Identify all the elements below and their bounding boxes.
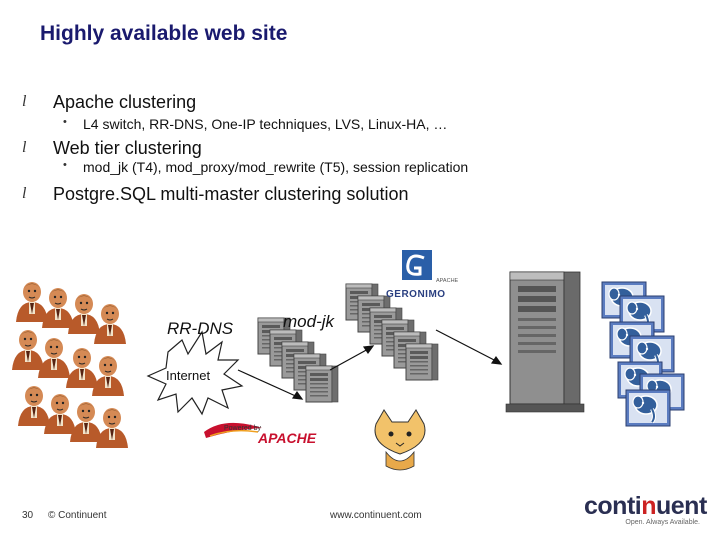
- bullet-apache-clustering: l Apache clustering: [22, 92, 197, 113]
- postgresql-nodes: [602, 282, 684, 426]
- continuent-logo: continuent Open. Always Available.: [584, 492, 707, 526]
- bullet-text: Postgre.SQL multi-master clustering solu…: [53, 184, 409, 204]
- internet-cloud: [146, 330, 244, 416]
- mod-jk-label: mod-jk: [283, 312, 336, 331]
- bullet-mark: l: [22, 139, 27, 156]
- tomcat-icon: [374, 409, 426, 471]
- bullet-mark: l: [22, 93, 27, 110]
- sub-bullet-mark: •: [63, 116, 67, 128]
- client-people: [11, 281, 129, 449]
- geronimo-small-label: APACHE: [436, 278, 459, 284]
- bullet-postgresql-clustering: l Postgre.SQL multi-master clustering so…: [22, 184, 409, 205]
- sub-bullet-web-tier: • mod_jk (T4), mod_proxy/mod_rewrite (T5…: [63, 159, 469, 175]
- bullet-text: Apache clustering: [53, 92, 197, 112]
- powered-by-label: Powered by: [224, 425, 261, 432]
- bullet-mark: l: [22, 185, 27, 202]
- rr-dns-label: RR-DNS: [167, 319, 234, 338]
- apache-logo-text: APACHE: [257, 430, 317, 446]
- page-number: 30: [22, 510, 34, 521]
- bullet-text: Web tier clustering: [53, 138, 202, 158]
- geronimo-logo: [402, 250, 432, 280]
- slide-title: Highly available web site: [40, 22, 288, 45]
- footer-url: www.continuent.com: [330, 510, 422, 521]
- internet-label: Internet: [166, 368, 210, 383]
- sub-bullet-mark: •: [63, 159, 67, 171]
- bullet-web-tier-clustering: l Web tier clustering: [22, 138, 202, 159]
- sub-bullet-apache: • L4 switch, RR-DNS, One-IP techniques, …: [63, 116, 448, 132]
- apache-feather-icon: [204, 422, 262, 438]
- connection-arrows: [237, 329, 503, 400]
- sub-bullet-text: L4 switch, RR-DNS, One-IP techniques, LV…: [83, 116, 448, 132]
- brand-wordmark: continuent: [584, 492, 707, 520]
- sub-bullet-text: mod_jk (T4), mod_proxy/mod_rewrite (T5),…: [83, 159, 469, 175]
- brand-tagline: Open. Always Available.: [625, 519, 700, 526]
- geronimo-label: GERONIMO: [386, 289, 446, 300]
- database-server: [505, 271, 585, 413]
- copyright-text: © Continuent: [48, 510, 107, 521]
